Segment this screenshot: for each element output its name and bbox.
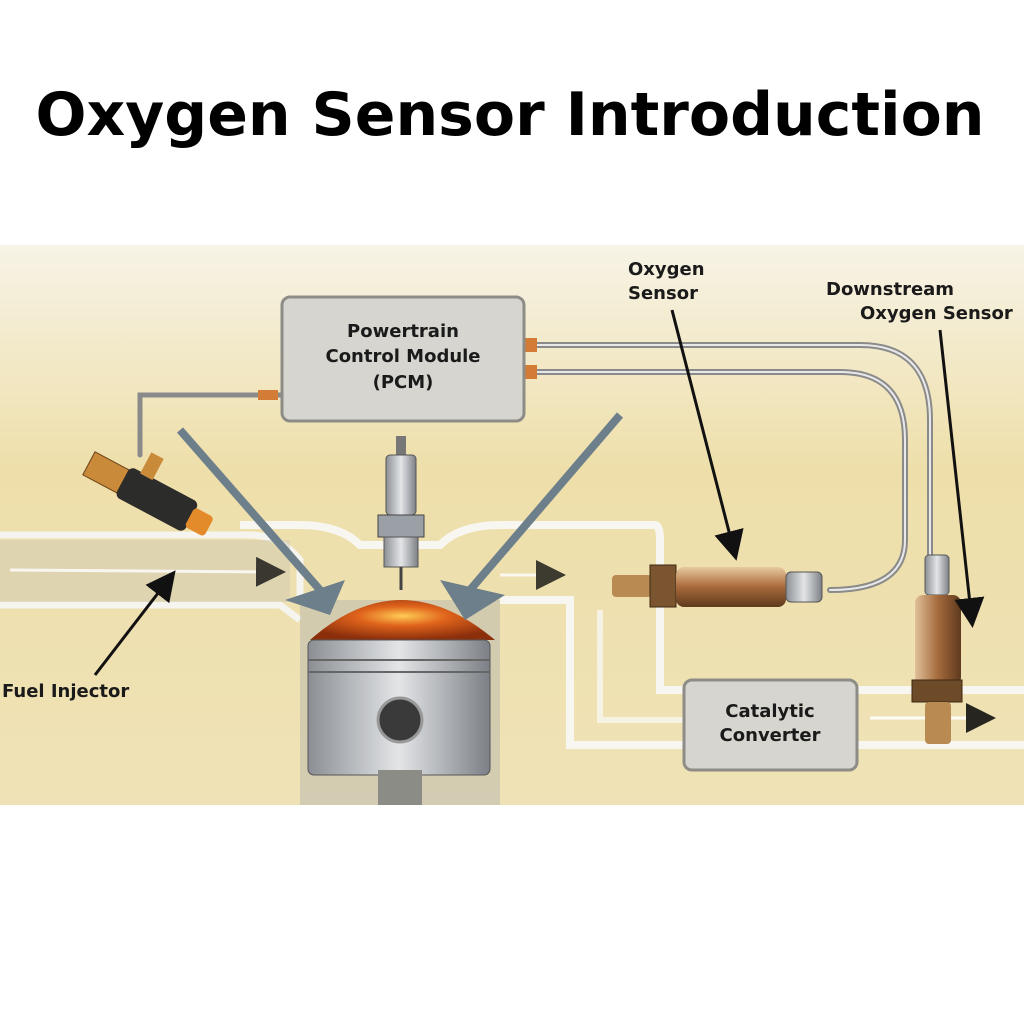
- fuel-injector-label: Fuel Injector: [2, 681, 129, 702]
- pcm-label-line1: Powertrain: [347, 321, 459, 342]
- oxygen-sensor-label-line1: Oxygen: [628, 259, 705, 280]
- catalytic-label-line1: Catalytic: [725, 701, 814, 722]
- oxygen-sensor-arrow: [670, 309, 744, 561]
- sensor-wires: [137, 338, 933, 593]
- page-title: Oxygen Sensor Introduction: [35, 80, 984, 150]
- fuel-injector: [82, 451, 213, 536]
- downstream-label-line1: Downstream: [826, 279, 954, 300]
- oxygen-sensor-label-line2: Sensor: [628, 283, 698, 304]
- catalytic-label-line2: Converter: [720, 725, 821, 746]
- downstream-sensor-arrow: [938, 329, 985, 628]
- catalytic-converter: Catalytic Converter: [682, 678, 859, 772]
- spark-plug: [377, 436, 425, 590]
- downstream-oxygen-sensor: [911, 554, 963, 744]
- pcm-label-line3: (PCM): [373, 372, 434, 393]
- downstream-label-line2: Oxygen Sensor: [860, 303, 1013, 324]
- pcm-module: Powertrain Control Module (PCM): [280, 295, 526, 423]
- combustion-flame: [310, 600, 495, 640]
- upstream-oxygen-sensor: [612, 564, 823, 608]
- valves: [176, 412, 624, 620]
- cylinder: [300, 600, 500, 805]
- cylinder-head-outline: [240, 521, 1024, 694]
- fuel-injector-arrow: [93, 570, 176, 676]
- piston-pin: [376, 696, 424, 744]
- intake-pipe: [0, 531, 304, 623]
- pcm-label-line2: Control Module: [325, 346, 480, 367]
